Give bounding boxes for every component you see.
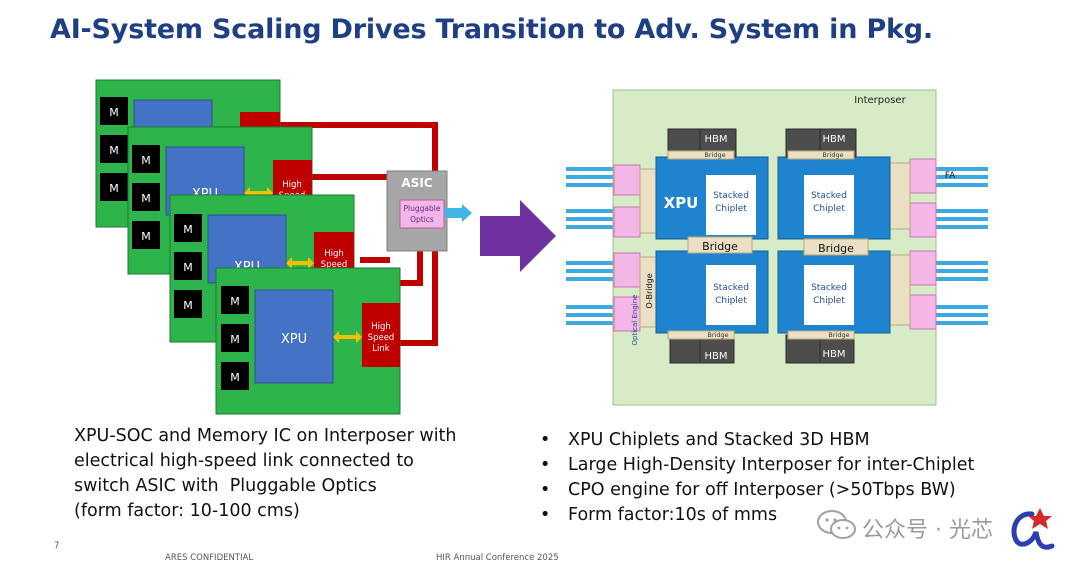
conference-label: HIR Annual Conference 2025: [436, 553, 559, 563]
svg-text:M: M: [141, 154, 151, 167]
svg-text:M: M: [183, 261, 193, 274]
svg-text:Interposer: Interposer: [854, 95, 906, 106]
svg-text:Pluggable: Pluggable: [404, 204, 441, 213]
svg-text:Bridge: Bridge: [702, 240, 738, 253]
memory-chip: M: [174, 214, 202, 242]
bullet-item: CPO engine for off Interposer (>50Tbps B…: [540, 478, 1060, 503]
svg-text:Speed: Speed: [368, 333, 395, 343]
svg-text:M: M: [141, 192, 151, 205]
svg-text:Bridge: Bridge: [828, 331, 849, 339]
memory-chip: M: [221, 362, 249, 390]
svg-text:HBM: HBM: [822, 134, 845, 145]
wechat-icon: [817, 510, 856, 539]
bullet-item: XPU Chiplets and Stacked 3D HBM: [540, 428, 1060, 453]
caption-line: XPU-SOC and Memory IC on Interposer with: [74, 426, 457, 446]
svg-text:Link: Link: [372, 344, 389, 354]
memory-chip: M: [174, 290, 202, 318]
svg-text:High: High: [371, 322, 391, 332]
brand-logo-icon: [1011, 508, 1055, 550]
right-bullet-list: XPU Chiplets and Stacked 3D HBM Large Hi…: [540, 428, 1060, 528]
transition-arrow: [480, 200, 556, 272]
svg-text:M: M: [230, 371, 240, 384]
fa-label: FA: [945, 171, 956, 181]
svg-text:XPU: XPU: [281, 332, 307, 347]
svg-text:ASIC: ASIC: [401, 176, 432, 190]
svg-text:Bridge: Bridge: [822, 151, 843, 159]
bidirectional-arrow: [286, 257, 314, 269]
svg-text:Stacked: Stacked: [713, 283, 749, 293]
svg-text:Chiplet: Chiplet: [715, 296, 747, 306]
pluggable-optics-system-diagram: M M M XPU High Speed M M M XPU High Spee…: [95, 79, 472, 415]
memory-chip: M: [100, 97, 128, 125]
svg-text:Chiplet: Chiplet: [715, 204, 747, 214]
optical-engines: [613, 158, 937, 332]
svg-text:HBM: HBM: [704, 134, 727, 145]
svg-text:HBM: HBM: [704, 351, 727, 362]
svg-text:Chiplet: Chiplet: [813, 296, 845, 306]
bidirectional-arrow: [333, 331, 362, 343]
svg-text:M: M: [141, 230, 151, 243]
xpu-label: XPU: [664, 194, 699, 212]
page-number: 7: [54, 541, 60, 551]
slide-title: AI-System Scaling Drives Transition to A…: [50, 14, 933, 45]
svg-text:High: High: [282, 180, 302, 190]
optical-fibers: [566, 167, 988, 325]
board-4: XPU High Speed Link M M M: [215, 267, 401, 415]
confidential-label: ARES CONFIDENTIAL: [165, 553, 254, 563]
svg-text:M: M: [109, 182, 119, 195]
hbm-bridges: [667, 150, 855, 340]
svg-text:Optics: Optics: [410, 215, 434, 224]
memory-chip: M: [132, 221, 160, 249]
memory-chip: M: [221, 324, 249, 352]
svg-text:M: M: [183, 223, 193, 236]
memory-chip: M: [100, 173, 128, 201]
svg-text:Stacked: Stacked: [811, 191, 847, 201]
hbm-labels: HBM HBM HBM HBM: [704, 134, 845, 362]
svg-text:M: M: [109, 106, 119, 119]
svg-text:Bridge: Bridge: [818, 242, 854, 255]
memory-chip: M: [174, 252, 202, 280]
svg-text:Bridge: Bridge: [704, 151, 725, 159]
memory-chip: M: [132, 183, 160, 211]
svg-text:Bridge: Bridge: [707, 331, 728, 339]
svg-text:M: M: [230, 333, 240, 346]
svg-text:HBM: HBM: [822, 349, 845, 360]
memory-chip: M: [100, 135, 128, 163]
bullet-item: Form factor:10s of mms: [540, 503, 1060, 528]
o-bridges: [639, 162, 911, 328]
svg-text:Speed: Speed: [321, 260, 348, 270]
interposer: [612, 89, 937, 406]
svg-text:M: M: [183, 299, 193, 312]
svg-text:High: High: [324, 249, 344, 259]
hbm-bridge-labels: Bridge Bridge Bridge Bridge: [704, 151, 849, 339]
link-wires: [280, 122, 438, 346]
svg-text:M: M: [109, 144, 119, 157]
center-bridges: [687, 236, 869, 256]
svg-text:M: M: [230, 295, 240, 308]
optical-engine-label: Optical Engine: [631, 295, 639, 346]
memory-chip: M: [132, 145, 160, 173]
svg-text:Stacked: Stacked: [811, 283, 847, 293]
bidirectional-arrow: [244, 187, 273, 199]
bullet-item: Large High-Density Interposer for inter-…: [540, 453, 1060, 478]
caption-line: switch ASIC with Pluggable Optics: [74, 476, 377, 496]
watermark-text: 公众号 · 光芯: [862, 518, 993, 543]
svg-text:Stacked: Stacked: [713, 191, 749, 201]
caption-line: electrical high-speed link connected to: [74, 451, 414, 471]
caption-line: (form factor: 10-100 cms): [74, 501, 300, 521]
memory-chip: M: [221, 286, 249, 314]
switch-asic: ASIC Pluggable Optics: [386, 170, 472, 252]
svg-text:Chiplet: Chiplet: [813, 204, 845, 214]
o-bridge-label: O-Bridge: [645, 273, 654, 308]
stacked-chiplets: [706, 175, 854, 325]
left-caption: XPU-SOC and Memory IC on Interposer with…: [74, 424, 534, 524]
